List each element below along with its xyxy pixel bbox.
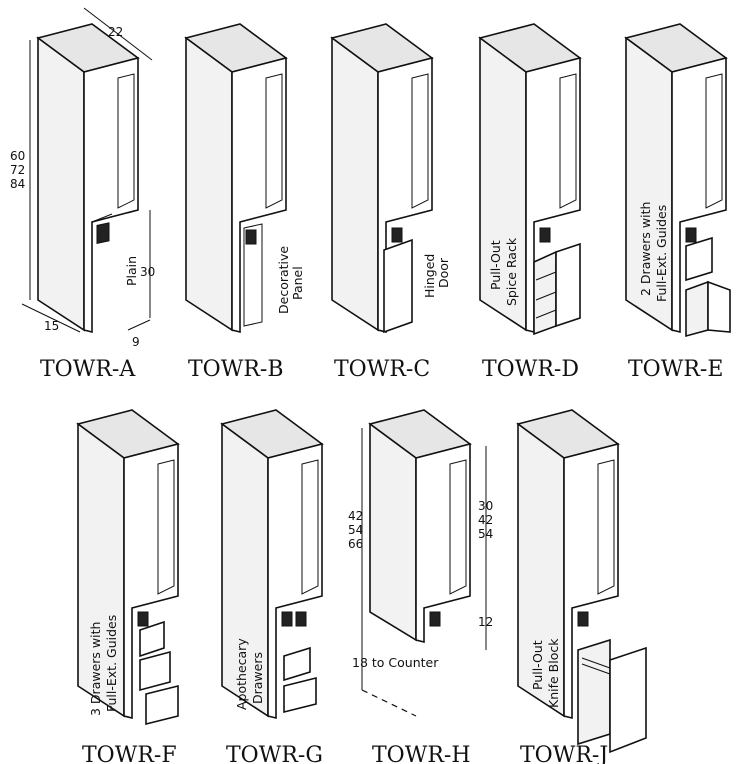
note-j-line2: Knife Block <box>546 638 561 708</box>
label-towr-e: TOWR-E <box>628 357 723 382</box>
note-f-line1: 3 Drawers with <box>88 622 103 716</box>
dim-h-upper-height-3: 54 <box>478 527 493 541</box>
note-g-line2: Drawers <box>250 652 265 704</box>
note-e-line2: Full-Ext. Guides <box>654 205 669 302</box>
note-b-line1: Decorative <box>276 246 291 314</box>
cabinet-towr-h: 42 54 66 30 42 54 12 18 to Counter TOWR-… <box>348 409 493 764</box>
cabinet-towr-a: 22 60 72 84 15 30 9 Plain TOWR-A <box>10 7 155 382</box>
dim-a-lower-depth: 9 <box>132 335 140 349</box>
cabinet-towr-b: Decorative Panel TOWR-B <box>184 23 305 382</box>
cabinet-towr-j: Pull-Out Knife Block TOWR-J <box>516 409 647 764</box>
dim-a-lower-height: 30 <box>140 265 155 279</box>
label-towr-j: TOWR-J <box>520 743 608 764</box>
note-d-line2: Spice Rack <box>504 237 519 306</box>
note-c-line1: Hinged <box>422 254 437 298</box>
note-d-line1: Pull-Out <box>488 240 503 290</box>
dim-h-upper-height-2: 42 <box>478 513 493 527</box>
cabinet-towr-g: Apothecary Drawers TOWR-G <box>220 409 324 764</box>
label-towr-f: TOWR-F <box>82 743 177 764</box>
dim-h-lower-height: 12 <box>478 615 493 629</box>
label-towr-b: TOWR-B <box>188 357 284 382</box>
cabinet-towr-c: Hinged Door TOWR-C <box>330 23 451 382</box>
note-b-line2: Panel <box>290 266 305 300</box>
dim-a-height-2: 72 <box>10 163 25 177</box>
dim-a-depth: 22 <box>108 25 123 39</box>
cabinet-towr-d: Pull-Out Spice Rack TOWR-D <box>478 23 582 382</box>
label-towr-a: TOWR-A <box>40 357 136 382</box>
cabinet-towr-f: 3 Drawers with Full-Ext. Guides TOWR-F <box>76 409 180 764</box>
dim-a-height-3: 84 <box>10 177 25 191</box>
label-towr-c: TOWR-C <box>334 357 430 382</box>
dim-h-height-2: 54 <box>348 523 363 537</box>
label-towr-d: TOWR-D <box>482 357 579 382</box>
note-c-line2: Door <box>436 257 451 288</box>
note-g-line1: Apothecary <box>234 638 249 710</box>
dim-h-height-1: 42 <box>348 509 363 523</box>
dim-h-upper-height-1: 30 <box>478 499 493 513</box>
cabinet-towr-e: 2 Drawers with Full-Ext. Guides TOWR-E <box>624 23 731 382</box>
label-towr-h: TOWR-H <box>372 743 471 764</box>
label-towr-g: TOWR-G <box>226 743 323 764</box>
dim-h-height-3: 66 <box>348 537 363 551</box>
note-e-line1: 2 Drawers with <box>638 202 653 296</box>
note-h-counter: 18 to Counter <box>352 655 439 670</box>
dim-a-width: 15 <box>44 319 59 333</box>
note-j-line1: Pull-Out <box>530 640 545 690</box>
note-f-line2: Full-Ext. Guides <box>104 615 119 712</box>
note-a-plain: Plain <box>124 256 139 286</box>
dim-a-height-1: 60 <box>10 149 25 163</box>
